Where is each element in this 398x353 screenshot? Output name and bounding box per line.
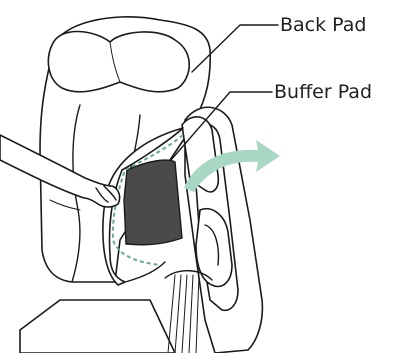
- back-pad-label: Back Pad: [280, 14, 366, 36]
- buffer-pad: [124, 160, 182, 245]
- head-pillow: [48, 31, 189, 91]
- chair-seat-outline: [20, 300, 175, 353]
- buffer-pad-label: Buffer Pad: [274, 81, 372, 103]
- cover-flap-lower-edge: [125, 262, 165, 282]
